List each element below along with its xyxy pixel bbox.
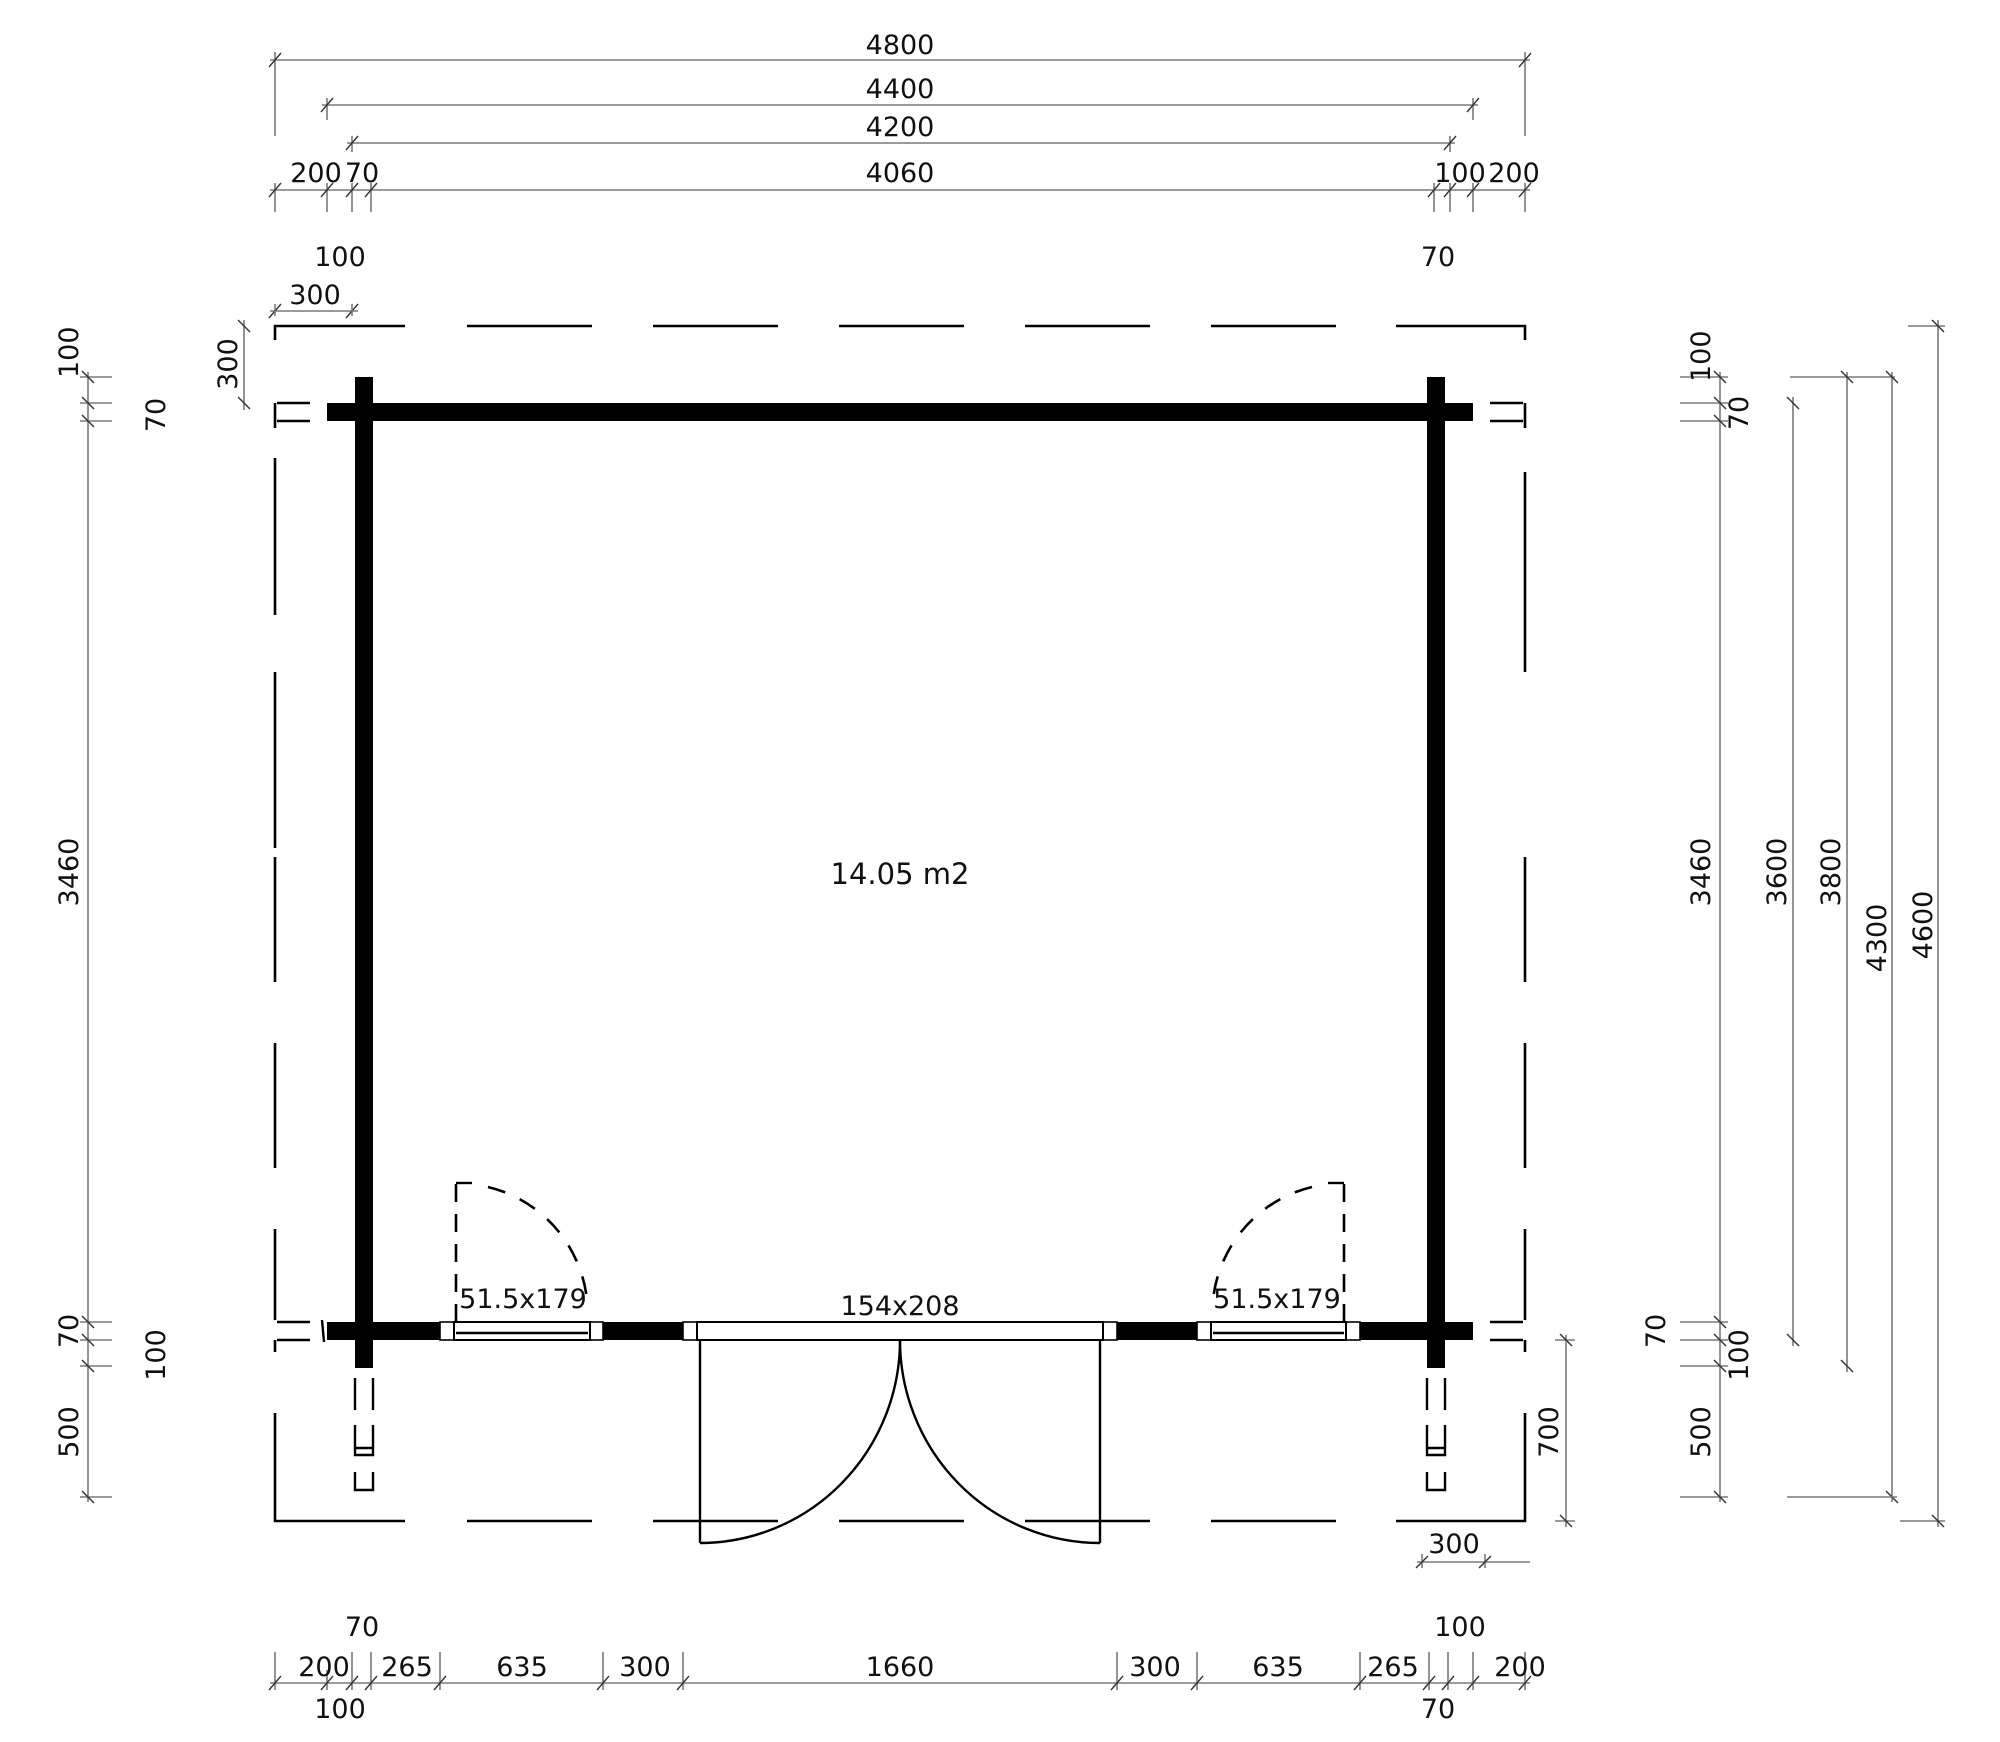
dim-bottom-seg: 300	[619, 1652, 671, 1683]
dim-bottom-seg: 265	[1367, 1652, 1419, 1683]
dim-overhang-300-top: 300	[289, 280, 341, 311]
dim-overhang-300-left: 300	[213, 338, 244, 390]
dim-left-70-top: 70	[141, 398, 172, 432]
dim-bottom-seg: 200	[298, 1652, 350, 1683]
window-right	[1210, 1181, 1347, 1341]
dim-bottom-70-below: 70	[1421, 1694, 1455, 1725]
left-dimension-lines	[80, 319, 251, 1504]
walls	[320, 377, 1473, 1492]
dim-bottom-seg: 200	[1494, 1652, 1546, 1683]
dim-right-100-bottom: 100	[1724, 1329, 1755, 1381]
dim-4200: 4200	[866, 112, 935, 143]
dim-bottom-100-above: 100	[1434, 1612, 1486, 1643]
dim-bottom-seg: 635	[1252, 1652, 1304, 1683]
wall-left	[355, 377, 373, 1366]
double-door	[696, 1321, 1104, 1545]
window-left	[453, 1181, 591, 1341]
dim-right-3600: 3600	[1762, 838, 1793, 907]
dim-left-3460: 3460	[54, 838, 85, 907]
dim-4400: 4400	[866, 74, 935, 105]
dim-bottom-seg: 300	[1129, 1652, 1181, 1683]
dim-bottom-100-below: 100	[314, 1694, 366, 1725]
wall-bottom-seg-3	[1117, 1322, 1197, 1340]
dim-left-100-bottom: 100	[141, 1329, 172, 1381]
dim-bottom-seg: 265	[381, 1652, 433, 1683]
dim-top-100-below: 100	[314, 242, 366, 273]
wall-bottom-seg-2	[603, 1322, 683, 1340]
dim-bottom-seg: 635	[496, 1652, 548, 1683]
dim-right-3460: 3460	[1686, 838, 1717, 907]
dim-left-500: 500	[54, 1406, 85, 1458]
dim-left-70-bottom: 70	[54, 1314, 85, 1348]
bottom-dimension-lines	[268, 1652, 1532, 1691]
dim-right-70-bottom: 70	[1641, 1314, 1672, 1348]
dim-bottom-seg: 1660	[866, 1652, 935, 1683]
dim-right-3800: 3800	[1816, 838, 1847, 907]
dim-left-100-top: 100	[54, 326, 85, 378]
wall-right	[1427, 377, 1445, 1366]
dim-right-4600: 4600	[1908, 891, 1939, 960]
dim-overhang-300-bottom: 300	[1428, 1529, 1480, 1560]
roof-overhang-outline	[273, 324, 1527, 1523]
top-dimension-lines	[268, 52, 1532, 319]
room-area-label: 14.05 m2	[831, 857, 970, 891]
door-size: 154x208	[840, 1291, 959, 1322]
dim-4800: 4800	[866, 30, 935, 61]
dim-top-100-right: 100	[1434, 158, 1486, 189]
dim-right-70-top: 70	[1724, 396, 1755, 430]
dim-right-4300: 4300	[1862, 904, 1893, 973]
dim-top-70-left: 70	[345, 158, 379, 189]
wall-top	[327, 403, 1473, 421]
dim-bottom-70-above: 70	[345, 1612, 379, 1643]
window-left-size: 51.5x179	[459, 1284, 587, 1315]
dim-4060: 4060	[866, 158, 935, 189]
wall-bottom-seg-1	[327, 1322, 440, 1340]
dim-right-500: 500	[1686, 1406, 1717, 1458]
dim-right-100-top: 100	[1686, 330, 1717, 382]
dim-overhang-700: 700	[1534, 1406, 1565, 1458]
dim-top-200-right: 200	[1488, 158, 1540, 189]
dim-top-70-below: 70	[1421, 242, 1455, 273]
window-right-size: 51.5x179	[1213, 1284, 1341, 1315]
wall-bottom-seg-4	[1360, 1322, 1473, 1340]
dim-top-200-left: 200	[290, 158, 342, 189]
right-dimension-lines	[1415, 319, 1945, 1569]
